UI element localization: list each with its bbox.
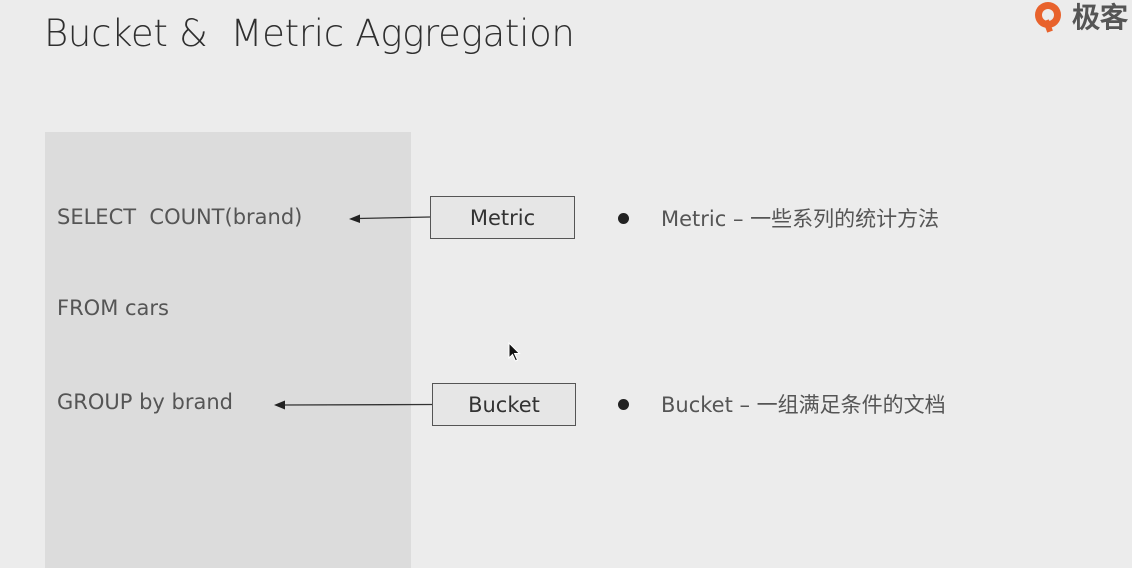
sql-from-line: FROM cars [57, 296, 169, 320]
bullet-metric-text: Metric – 一些系列的统计方法 [661, 207, 940, 231]
bullet-bucket-text: Bucket – 一组满足条件的文档 [661, 393, 946, 417]
sql-select-line: SELECT COUNT(brand) [57, 205, 303, 229]
mouse-pointer-icon [508, 342, 521, 362]
bullet-dot-icon [618, 212, 629, 224]
slide-title: Bucket & Metric Aggregation [44, 12, 575, 55]
bullet-dot-icon [618, 398, 629, 410]
brand-logo: 极客 [1030, 0, 1128, 36]
geektime-logo-icon [1035, 2, 1061, 33]
sql-code-panel: SELECT COUNT(brand) FROM cars GROUP by b… [45, 132, 411, 568]
sql-group-line: GROUP by brand [57, 390, 234, 414]
bucket-label-box: Bucket [432, 383, 576, 426]
brand-name: 极客 [1072, 1, 1129, 34]
bullet-bucket: Bucket – 一组满足条件的文档 [618, 389, 946, 419]
metric-label-box: Metric [430, 196, 575, 239]
bullet-metric: Metric – 一些系列的统计方法 [618, 203, 939, 233]
